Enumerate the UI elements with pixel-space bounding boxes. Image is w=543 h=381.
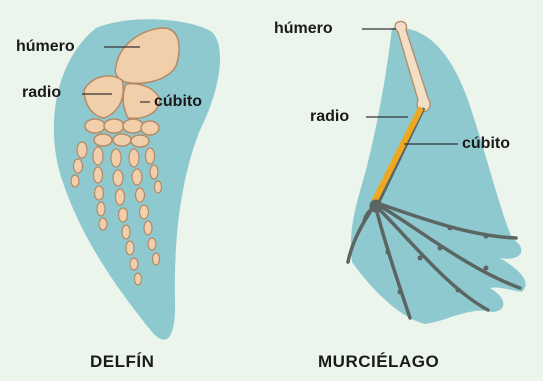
dolphin-ulna-label: cúbito	[154, 93, 202, 111]
bat-caption: MURCIÉLAGO	[318, 352, 439, 372]
bat-radius-label: radio	[310, 108, 349, 126]
bat-humerus-label: húmero	[274, 20, 333, 38]
dolphin-humerus-label: húmero	[16, 38, 75, 56]
dolphin-caption: DELFÍN	[90, 352, 154, 372]
dolphin-radius-label: radio	[22, 84, 61, 102]
bat-ulna-label: cúbito	[462, 135, 510, 153]
